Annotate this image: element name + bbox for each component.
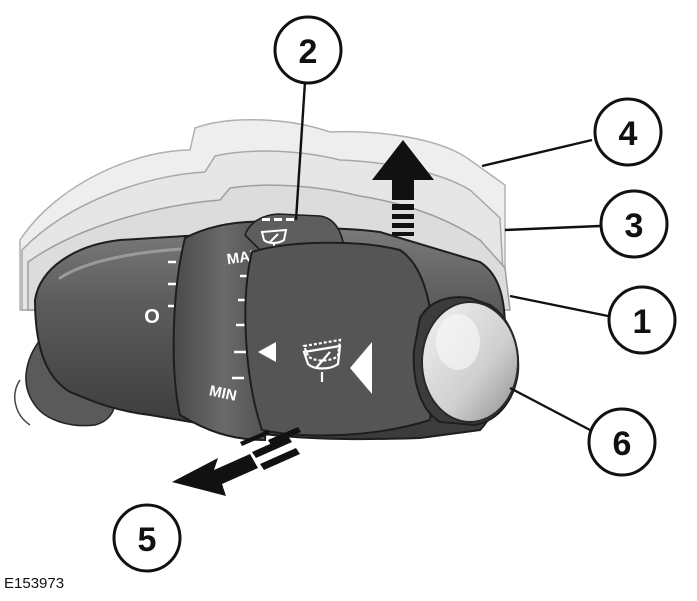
end-button[interactable] <box>412 296 520 427</box>
front-wiper-icon <box>302 338 342 382</box>
leader-1 <box>509 294 609 318</box>
svg-text:5: 5 <box>138 521 157 559</box>
right-pointer-icon <box>350 342 372 394</box>
leader-lines <box>294 81 609 432</box>
callout-2: 2 <box>273 15 343 85</box>
svg-text:6: 6 <box>613 425 632 463</box>
left-pointer-icon <box>258 342 276 362</box>
callout-6: 6 <box>587 407 657 477</box>
leader-2 <box>294 81 307 221</box>
min-label: MIN <box>208 382 238 404</box>
figure-id: E153973 <box>4 575 65 592</box>
leader-3 <box>504 224 601 232</box>
pull-arrow-icon <box>172 427 301 496</box>
off-label: O <box>144 306 160 328</box>
up-arrow-icon <box>372 140 434 236</box>
callout-1: 1 <box>607 285 677 355</box>
svg-text:4: 4 <box>619 115 638 153</box>
callout-4: 4 <box>593 97 663 167</box>
leader-6 <box>509 386 591 432</box>
svg-text:3: 3 <box>625 207 644 245</box>
wiper-stalk: O MAX MIN <box>14 213 520 442</box>
svg-text:1: 1 <box>633 303 652 341</box>
callout-5: 5 <box>112 503 182 573</box>
callout-3: 3 <box>599 189 669 259</box>
indicator-dashes <box>262 218 294 221</box>
leader-4 <box>481 138 593 168</box>
svg-text:2: 2 <box>299 33 318 71</box>
